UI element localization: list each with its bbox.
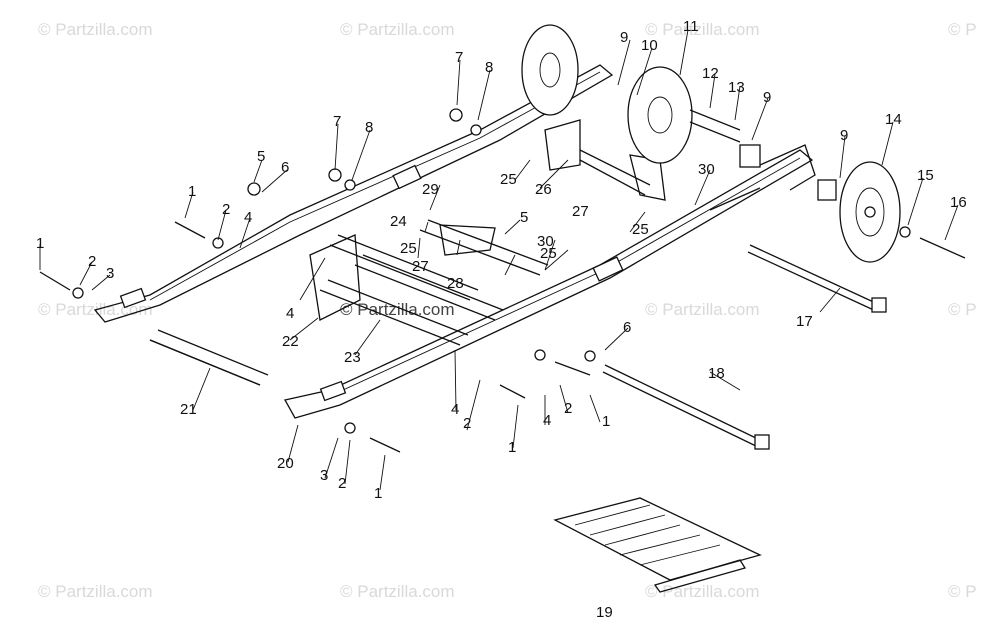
callout-labels: 1 1 1 1 1 2 2 2 2 2 3 3 4 4 4 4 5 5 6 6 … — [36, 18, 967, 621]
callout-label: 8 — [485, 59, 493, 76]
callout-label: 7 — [455, 49, 463, 66]
watermark: © Partzilla.com — [38, 582, 153, 601]
callout-label: 5 — [257, 148, 265, 165]
callout-label: 4 — [286, 305, 294, 322]
callout-label: 13 — [728, 79, 745, 96]
callout-label: 8 — [365, 119, 373, 136]
callout-label: 2 — [463, 415, 471, 432]
callout-label: 22 — [282, 333, 299, 350]
callout-label: 30 — [537, 233, 554, 250]
idler-wheels — [521, 24, 901, 263]
callout-label: 2 — [222, 201, 230, 218]
callout-label: 28 — [447, 275, 464, 292]
hyfax-slide — [149, 339, 261, 386]
fasteners — [39, 108, 966, 453]
watermark: © Partzilla.com — [38, 20, 153, 39]
watermark: © Partzilla.com — [340, 20, 455, 39]
callout-label: 26 — [535, 181, 552, 198]
watermark: © Partzilla.com — [340, 300, 455, 319]
callout-label: 12 — [702, 65, 719, 82]
watermark-edge: © P — [948, 300, 977, 319]
callout-label: 25 — [400, 240, 417, 257]
callout-label: 7 — [333, 113, 341, 130]
callout-label: 5 — [520, 209, 528, 226]
callout-label: 30 — [698, 161, 715, 178]
callout-label: 4 — [451, 401, 459, 418]
callout-label: 23 — [344, 349, 361, 366]
callout-label: 29 — [422, 181, 439, 198]
callout-label: 25 — [500, 171, 517, 188]
callout-label: 1 — [374, 485, 382, 502]
callout-label: 15 — [917, 167, 934, 184]
callout-label: 1 — [188, 183, 196, 200]
watermark-edge: © P — [948, 20, 977, 39]
cross-shafts — [149, 149, 651, 386]
callout-label: 4 — [543, 412, 551, 429]
callout-label: 1 — [508, 439, 516, 456]
callout-label: 6 — [281, 159, 289, 176]
callout-label: 25 — [540, 245, 557, 262]
track-section — [553, 497, 762, 593]
front-rail — [284, 144, 816, 419]
callout-label: 27 — [412, 258, 429, 275]
watermark: © Partzilla.com — [645, 20, 760, 39]
callout-label: 3 — [320, 467, 328, 484]
callout-label: 18 — [708, 365, 725, 382]
callout-label: 10 — [641, 37, 658, 54]
callout-label: 3 — [106, 265, 114, 282]
callout-label: 27 — [572, 203, 589, 220]
leader-lines — [39, 29, 959, 491]
watermark: © Partzilla.com — [340, 582, 455, 601]
callout-label: 9 — [763, 89, 771, 106]
long-bolts — [602, 244, 887, 450]
callout-label: 9 — [840, 127, 848, 144]
callout-label: 24 — [390, 213, 407, 230]
callout-label: 2 — [88, 253, 96, 270]
watermark: © Partzilla.com — [645, 300, 760, 319]
callout-label: 1 — [602, 413, 610, 430]
callout-label: 1 — [36, 235, 44, 252]
watermark-edge: © P — [948, 582, 977, 601]
callout-label: 19 — [596, 604, 613, 621]
callout-label: 9 — [620, 29, 628, 46]
callout-label: 6 — [623, 319, 631, 336]
callout-label: 11 — [683, 18, 699, 35]
callout-label: 21 — [180, 401, 197, 418]
callout-label: 20 — [277, 455, 294, 472]
callout-label: 14 — [885, 111, 902, 128]
callout-label: 17 — [796, 313, 813, 330]
callout-label: 2 — [338, 475, 346, 492]
watermark: © Partzilla.com — [645, 582, 760, 601]
callout-label: 16 — [950, 194, 967, 211]
callout-label: 4 — [244, 209, 252, 226]
callout-label: 2 — [564, 400, 572, 417]
callout-label: 25 — [632, 221, 649, 238]
